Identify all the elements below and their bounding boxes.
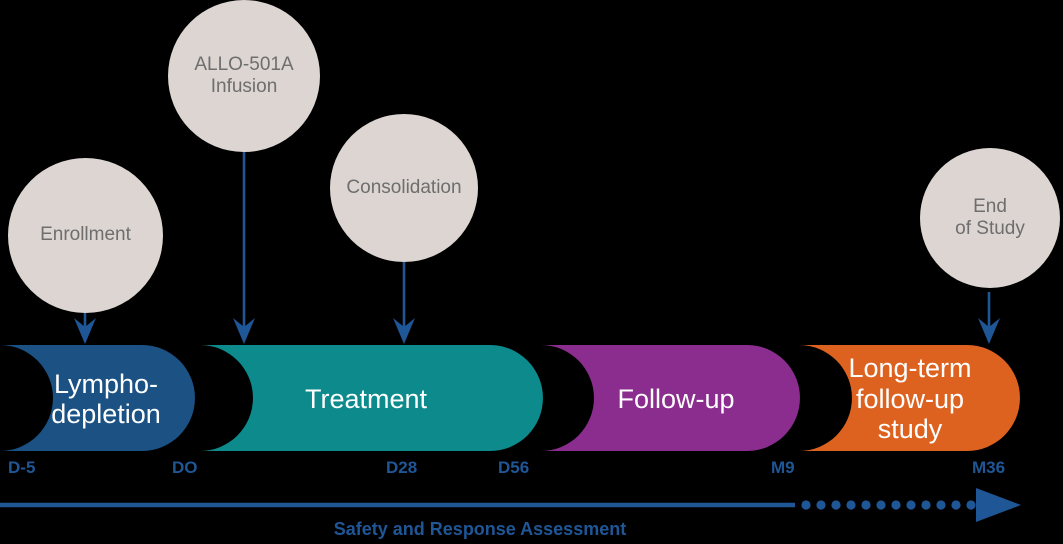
phase-band-treatment[interactable] [200, 345, 543, 451]
assessment-arrow-dotted-segment [801, 500, 991, 510]
timepoint-label-d-minus-5: D-5 [8, 458, 36, 477]
connector-arrow-infusion [233, 130, 255, 344]
phase-label-followup: Follow-up [617, 383, 735, 414]
phase-label-treatment: Treatment [304, 383, 428, 414]
connector-arrow-end-of-study [978, 292, 1000, 344]
milestone-bubble-allo-501a-infusion[interactable]: ALLO-501A Infusion [168, 0, 320, 152]
timepoint-label-d0: DO [172, 458, 198, 477]
timepoint-label-d56: D56 [498, 458, 530, 477]
phase-label-lymphodepletion: Lympho- depletion [51, 368, 161, 430]
milestone-bubble-enrollment[interactable]: Enrollment [8, 158, 163, 313]
assessment-arrow-caption: Safety and Response Assessment [333, 519, 627, 539]
phase-band-longterm-followup-study[interactable] [799, 345, 1020, 451]
milestone-label-allo-501a-infusion: ALLO-501A Infusion [194, 53, 294, 97]
milestone-label-consolidation: Consolidation [346, 176, 462, 198]
phase-band-followup[interactable] [541, 345, 800, 451]
timepoint-label-m36: M36 [972, 458, 1006, 477]
milestone-label-enrollment: Enrollment [40, 224, 131, 246]
timepoint-label-d28: D28 [386, 458, 418, 477]
assessment-arrow-head [976, 488, 1021, 522]
phase-band-lymphodepletion[interactable] [0, 345, 195, 451]
milestone-bubble-consolidation[interactable]: Consolidation [330, 114, 478, 262]
timepoint-label-m9: M9 [771, 458, 795, 477]
phase-label-longterm-followup-study: Long-term follow-up study [848, 353, 972, 445]
milestone-label-end-of-study: End of Study [955, 195, 1025, 239]
milestone-bubble-end-of-study[interactable]: End of Study [920, 148, 1060, 288]
